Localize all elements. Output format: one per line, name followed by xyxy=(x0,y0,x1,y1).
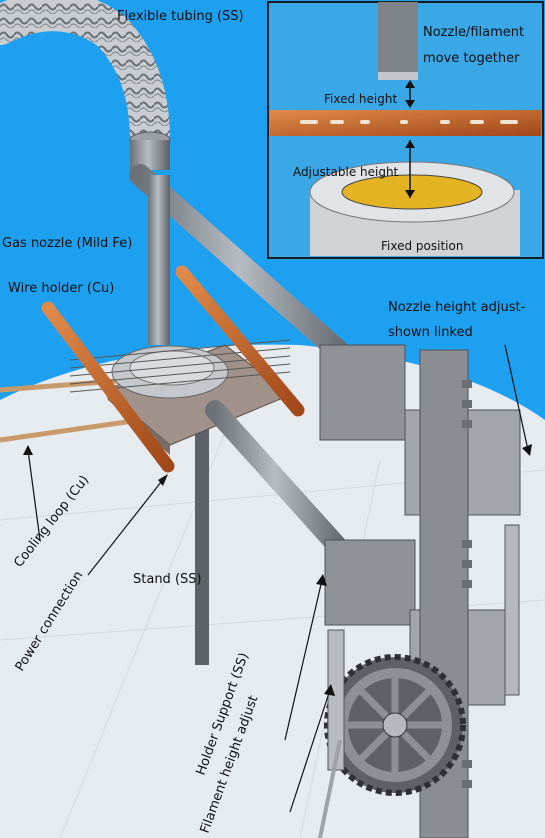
nozzle-arm xyxy=(129,164,371,381)
inset-label-fixed-position: Fixed position xyxy=(381,239,463,253)
holder-support-rod xyxy=(205,400,360,570)
lower-clamp xyxy=(324,539,416,626)
adjust-cable xyxy=(318,739,342,838)
stand-post xyxy=(195,410,209,665)
wire-holder-right xyxy=(175,265,305,417)
arrow-heads xyxy=(23,444,532,696)
label-nozzle-adjust-1: Nozzle height adjust- xyxy=(388,300,526,315)
guide-rail xyxy=(504,524,520,696)
inset-label-fixed-height: Fixed height xyxy=(324,92,397,106)
gas-nozzle-pipe xyxy=(148,175,170,345)
gear-hub xyxy=(382,712,408,738)
filament-adjust-shaft xyxy=(327,629,345,771)
label-nozzle-adjust-2: shown linked xyxy=(388,325,473,340)
inset-nozzle-tip xyxy=(378,72,418,80)
annotation-arrows xyxy=(27,344,529,813)
inset-nozzle xyxy=(378,2,418,80)
rack-teeth xyxy=(462,380,472,788)
label-gas-nozzle: Gas nozzle (Mild Fe) xyxy=(2,236,132,251)
inset-label-adjustable-height: Adjustable height xyxy=(293,165,399,179)
inset-detail xyxy=(267,1,544,259)
inset-label-nozzle-2: move together xyxy=(423,51,520,66)
upper-clamp xyxy=(319,344,406,441)
flexible-tubing xyxy=(0,0,170,160)
label-wire-holder: Wire holder (Cu) xyxy=(8,281,114,296)
inset-label-nozzle-1: Nozzle/filament xyxy=(423,25,524,40)
wire-holder-left xyxy=(41,301,175,473)
inset-filament-holes xyxy=(300,120,518,124)
label-stand: Stand (SS) xyxy=(133,572,202,587)
floor-texture xyxy=(0,419,545,838)
label-flexible-tubing: Flexible tubing (SS) xyxy=(117,9,244,24)
